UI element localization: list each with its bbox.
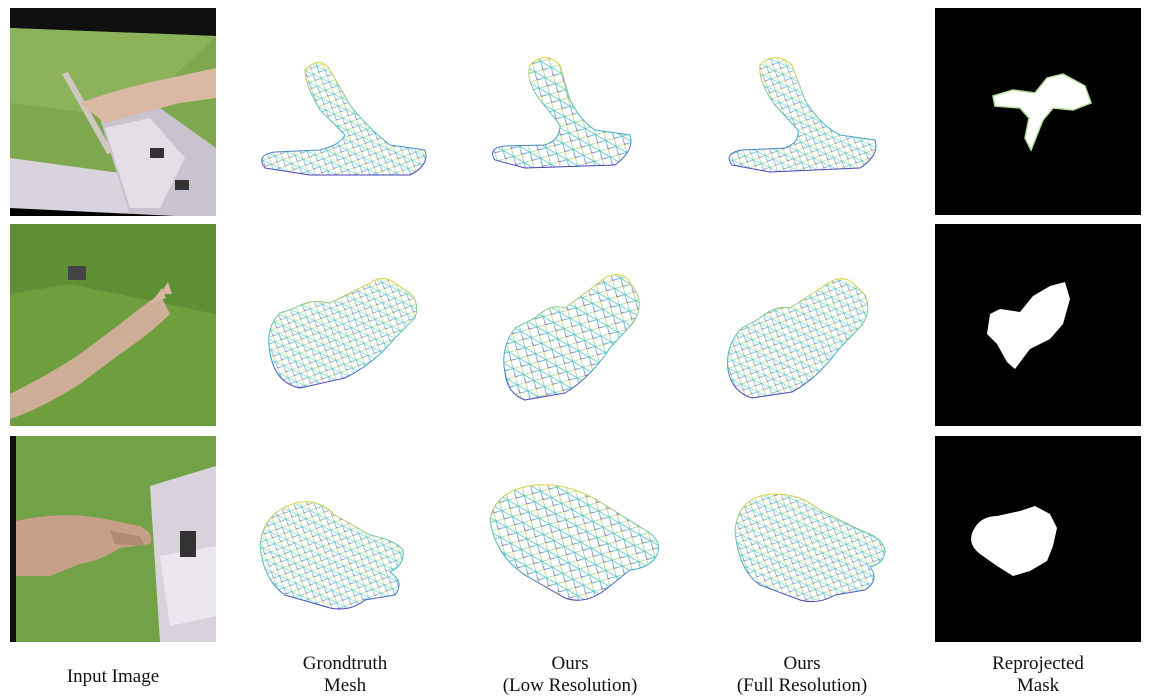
input-image-row-2 [10, 224, 216, 426]
input-image-row-1 [10, 8, 216, 216]
hand-wireframe-mesh [255, 268, 425, 398]
hand-silhouette-mask [935, 436, 1141, 642]
low-res-mesh-row-2 [495, 268, 645, 408]
reprojected-mask-row-3 [935, 436, 1141, 642]
caption-reprojected-mask: Reprojected Mask [935, 653, 1141, 697]
groundtruth-mesh-row-1 [250, 50, 440, 185]
caption-ours-low-resolution: Ours (Low Resolution) [480, 653, 660, 697]
hand-wireframe-mesh [255, 490, 410, 615]
caption-groundtruth-mesh: Grondtruth Mesh [245, 653, 445, 697]
hand-wireframe-mesh [730, 485, 890, 610]
full-res-mesh-row-2 [720, 270, 880, 405]
reprojected-mask-row-2 [935, 224, 1141, 426]
hand-wireframe-mesh [485, 50, 645, 175]
hand-grasp-photo [10, 436, 216, 642]
hand-wireframe-mesh [485, 480, 665, 610]
full-res-mesh-row-3 [730, 485, 890, 610]
low-res-mesh-row-1 [485, 50, 645, 175]
low-res-mesh-row-3 [485, 480, 665, 610]
hand-silhouette-mask [935, 224, 1141, 426]
full-res-mesh-row-1 [720, 50, 885, 180]
hand-silhouette-mask [935, 8, 1141, 215]
input-image-row-3 [10, 436, 216, 642]
hand-wireframe-mesh [720, 50, 885, 180]
groundtruth-mesh-row-2 [255, 268, 425, 398]
hand-wireframe-mesh [720, 270, 880, 405]
hand-wireframe-mesh [495, 268, 645, 408]
hand-wireframe-mesh [250, 50, 440, 185]
open-hand-photo [10, 224, 216, 426]
caption-ours-full-resolution: Ours (Full Resolution) [712, 653, 892, 697]
reprojected-mask-row-1 [935, 8, 1141, 215]
groundtruth-mesh-row-3 [255, 490, 410, 615]
caption-input-image: Input Image [10, 666, 216, 688]
hand-holding-stick-photo [10, 8, 216, 216]
